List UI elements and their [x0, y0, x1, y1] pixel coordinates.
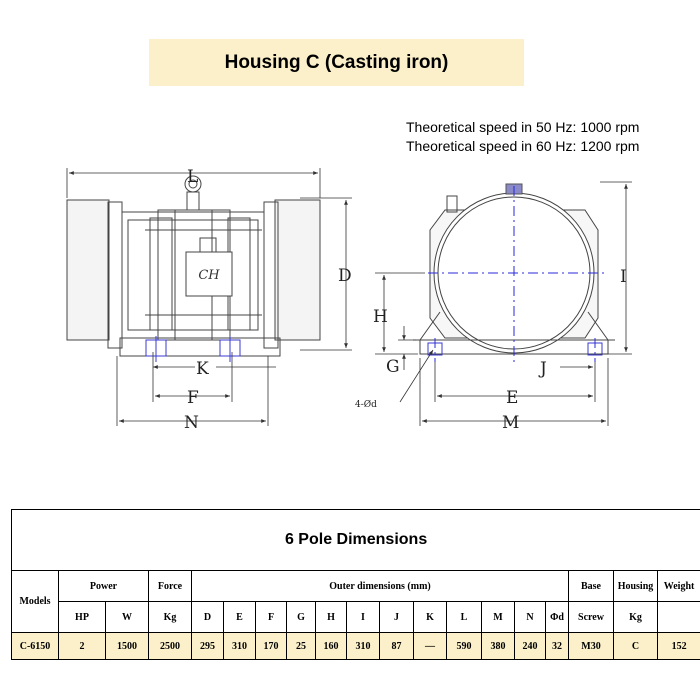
dim-label-j: J [538, 359, 547, 379]
dim-label-n: N [184, 413, 199, 433]
subheader-cell: D [191, 601, 224, 633]
table-cell: M30 [568, 632, 614, 660]
subheader-cell: Φd [545, 601, 569, 633]
header-housing: Housing [613, 570, 658, 602]
side-centerlines [428, 186, 606, 362]
subheader-cell: K [413, 601, 447, 633]
cell-model: C-6150 [11, 632, 59, 660]
header-outer-dimensions: Outer dimensions (mm) [191, 570, 569, 602]
header-weight: Weight [656, 570, 700, 602]
header-models: Models [11, 570, 59, 633]
header-base: Base [568, 570, 614, 602]
table-header-row: Models Power Force Outer dimensions (mm)… [11, 570, 700, 633]
header-power: Power [58, 570, 149, 602]
subheader-cell: M [481, 601, 515, 633]
header-force: Force [148, 570, 192, 602]
dim-label-h: H [373, 307, 388, 327]
subheader-cell: I [346, 601, 380, 633]
dim-label-l: L [187, 167, 198, 187]
table-cell: 2500 [148, 632, 192, 660]
subheader-cell: J [379, 601, 414, 633]
table-cell: 310 [346, 632, 380, 660]
table-subheader-row: HP W Kg D E F G H I J K L M N Φd Screw K… [12, 601, 700, 633]
dim-label-i: I [620, 267, 627, 287]
table-cell: — [413, 632, 447, 660]
dim-label-m: M [502, 413, 519, 433]
subheader-cell: E [223, 601, 256, 633]
table-cell: 590 [446, 632, 482, 660]
dim-label-holes: 4-Ød [355, 399, 377, 410]
side-dimensions [375, 181, 632, 426]
dim-label-e: E [506, 388, 518, 408]
subheader-cell: W [105, 601, 149, 633]
table-cell: 2 [58, 632, 106, 660]
page-title: Housing C (Casting iron) [224, 51, 449, 73]
dimension-drawing: CH L D K F N [66, 167, 632, 433]
subheader-cell: G [286, 601, 316, 633]
table-cell: 160 [315, 632, 347, 660]
table-cell: 310 [223, 632, 256, 660]
table-cell: 152 [656, 632, 700, 660]
front-view: CH [66, 175, 321, 362]
speed-50hz-text: Theoretical speed in 50 Hz: 1000 rpm [406, 119, 640, 135]
table-caption: 6 Pole Dimensions [10, 509, 700, 571]
table-cell: 380 [481, 632, 515, 660]
table-cell: 32 [545, 632, 569, 660]
subheader-cell: L [446, 601, 482, 633]
subheader-cell: Kg [613, 601, 658, 633]
front-dimensions [66, 168, 352, 426]
table-cell: 87 [379, 632, 414, 660]
table-row: C-6150 2 1500 2500 295 310 170 25 160 31… [11, 632, 700, 660]
dimensions-table: 6 Pole Dimensions Models Power Force Out… [10, 509, 700, 660]
table-cell: 170 [255, 632, 287, 660]
subheader-cell: F [255, 601, 287, 633]
table-cell: 240 [514, 632, 546, 660]
subheader-cell: H [315, 601, 347, 633]
table-cell: 25 [286, 632, 316, 660]
subheader-cell: Kg [148, 601, 192, 633]
dim-label-g: G [386, 357, 400, 377]
speed-60hz-text: Theoretical speed in 60 Hz: 1200 rpm [406, 138, 640, 154]
table-cell: 1500 [105, 632, 149, 660]
subheader-cell: Screw [568, 601, 614, 633]
brand-logo: CH [198, 268, 220, 283]
dim-label-k: K [196, 359, 209, 379]
subheader-cell-empty [656, 601, 700, 633]
dim-label-f: F [187, 388, 199, 408]
title-banner: Housing C (Casting iron) [149, 39, 524, 86]
table-cell: C [613, 632, 658, 660]
table-cell: 295 [191, 632, 224, 660]
dim-label-d: D [338, 266, 352, 286]
subheader-cell: HP [58, 601, 106, 633]
subheader-cell: N [514, 601, 546, 633]
